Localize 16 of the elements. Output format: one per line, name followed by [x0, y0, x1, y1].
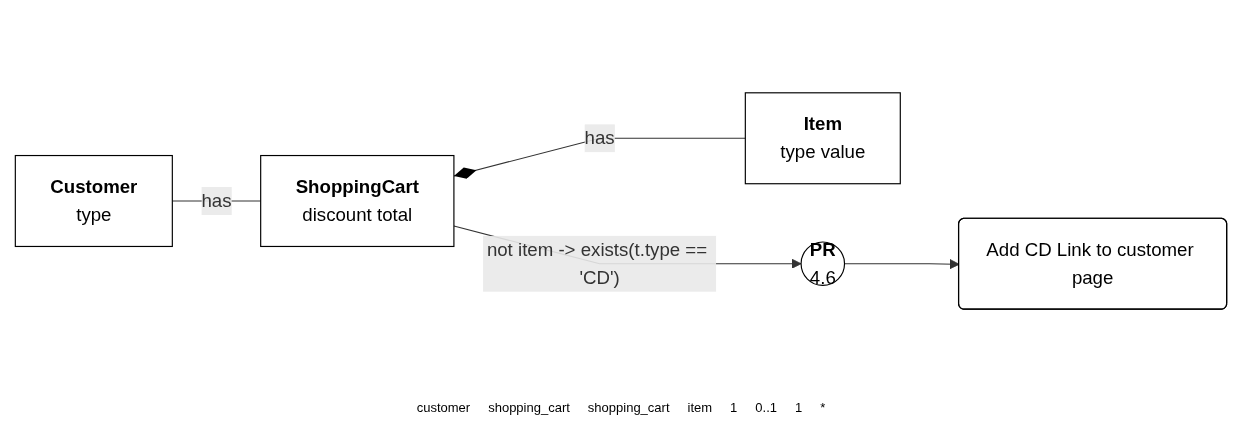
edge-label: not item -> exists(t.type == 'CD'): [486, 239, 708, 288]
connector: [453, 137, 746, 179]
node-box: Item type value: [744, 92, 901, 185]
association-end-label: shopping_cart: [587, 400, 670, 415]
association-end-label: *: [820, 400, 826, 415]
node-circle: PR 4.6: [800, 241, 846, 287]
node-box: Customer type: [14, 154, 173, 248]
edge-label: has: [201, 190, 232, 211]
association-end-label: 0..1: [755, 400, 777, 415]
association-end-label: 1: [730, 400, 738, 415]
node-box: ShoppingCart discount total: [260, 154, 455, 248]
edge-label: has: [584, 127, 615, 148]
association-end-label: 1: [795, 400, 803, 415]
association-end-label: shopping_cart: [488, 400, 570, 415]
association-end-label: item: [687, 400, 713, 415]
association-end-label: customer: [416, 400, 471, 415]
